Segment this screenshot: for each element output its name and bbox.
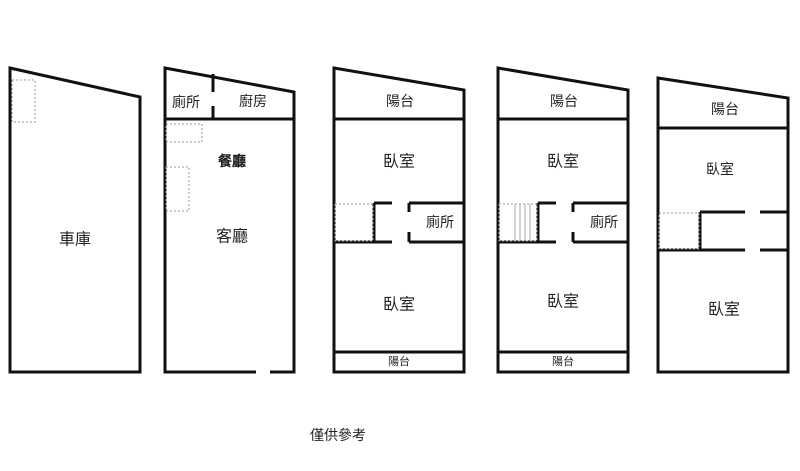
room-label-toilet: 廁所 (590, 214, 618, 231)
room-label-bedroom: 臥室 (547, 292, 579, 311)
room-label-balcony: 陽台 (386, 94, 414, 110)
room-label-kitchen: 廚房 (239, 93, 267, 110)
room-label-balcony: 陽台 (388, 354, 410, 368)
room-label-balcony: 陽台 (552, 354, 574, 368)
floor-plan-4: 陽台 臥室 廁所 臥室 陽台 (496, 66, 630, 374)
outer-wall (656, 76, 790, 374)
room-label-bedroom: 臥室 (383, 295, 415, 314)
stairs (11, 79, 36, 123)
stairs (658, 212, 700, 250)
floor-plan-1: 車庫 (8, 66, 142, 374)
room-label-bedroom: 臥室 (383, 152, 415, 171)
room-label-bedroom: 臥室 (547, 152, 579, 171)
stairs (165, 166, 190, 212)
outer-wall (163, 66, 296, 374)
outer-wall (496, 66, 630, 374)
stairs (498, 203, 538, 242)
outer-wall (8, 66, 142, 374)
outer-wall (332, 66, 466, 374)
room-label-balcony: 陽台 (711, 102, 739, 118)
floor-plan-3: 陽台 臥室 廁所 臥室 陽台 (332, 66, 466, 374)
stairs (165, 123, 203, 143)
room-label-garage: 車庫 (59, 230, 91, 249)
room-label-toilet: 廁所 (426, 214, 454, 231)
floor-plan-2: 廁所 廚房 餐廳 客廳 (163, 66, 296, 374)
room-label-bedroom: 臥室 (708, 300, 740, 319)
room-label-dining: 餐廳 (217, 153, 246, 170)
room-label-bedroom: 臥室 (706, 161, 734, 178)
room-label-toilet: 廁所 (172, 94, 200, 111)
reference-only-note: 僅供參考 (310, 428, 366, 444)
room-label-balcony: 陽台 (550, 94, 578, 110)
floor-plan-5: 陽台 臥室 臥室 (656, 76, 790, 374)
room-label-living: 客廳 (216, 227, 248, 246)
stairs (334, 203, 374, 242)
